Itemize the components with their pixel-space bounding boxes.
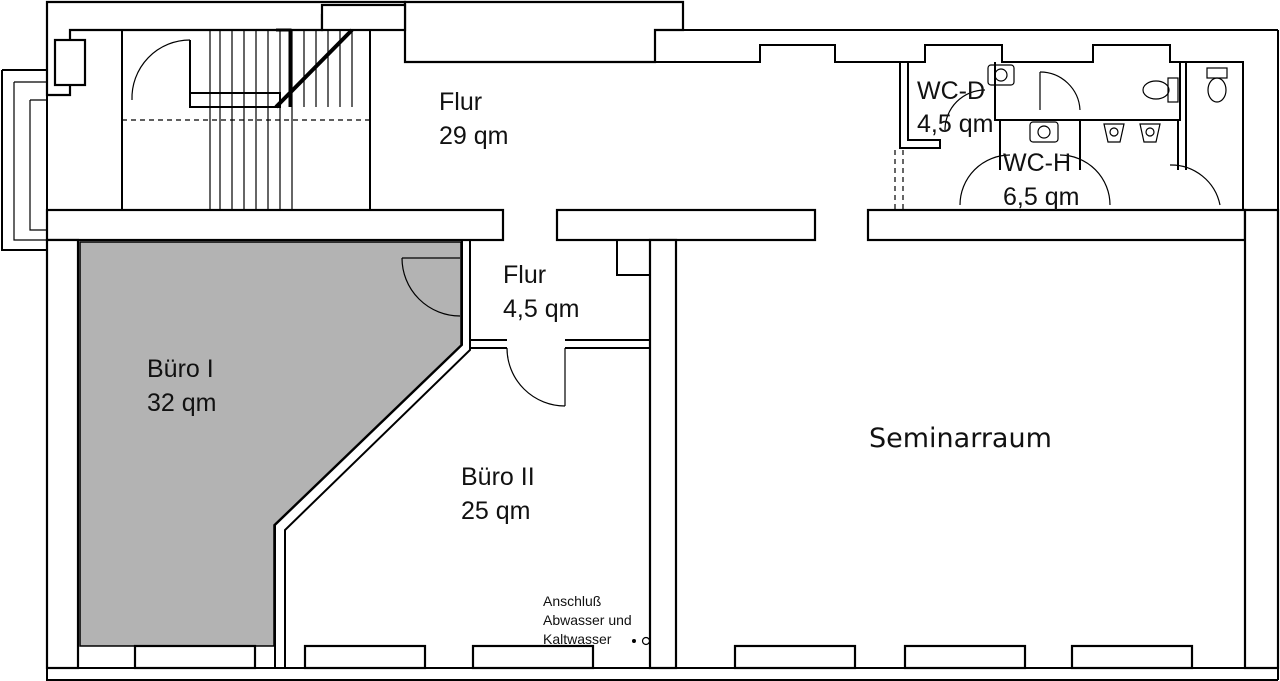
room-area-buero2: 25 qm: [461, 497, 530, 525]
annotation-line-1: Anschluß: [543, 593, 601, 609]
bottom-windows: [133, 644, 1194, 670]
pipe-connection-icon: [632, 636, 651, 646]
staircase-icon: [53, 28, 371, 211]
annotation-line-3: Kaltwasser: [543, 631, 612, 647]
room-name-buero1: Büro I: [147, 355, 214, 383]
wc-walls: [894, 62, 1187, 210]
room-name-wc-d: WC-D: [917, 77, 985, 105]
sink-icon: [987, 64, 1059, 143]
room-area-wc-h: 6,5 qm: [1003, 183, 1079, 211]
toilet-icon: [1142, 67, 1228, 103]
room-name-flur-small: Flur: [503, 261, 546, 289]
room-name-wc-h: WC-H: [1003, 149, 1071, 177]
room-area-wc-d: 4,5 qm: [917, 110, 993, 138]
room-name-buero2: Büro II: [461, 463, 535, 491]
room-area-flur-main: 29 qm: [439, 122, 508, 150]
interior-walls: [45, 208, 1280, 670]
room-area-buero1: 32 qm: [147, 389, 216, 417]
room-area-flur-small: 4,5 qm: [503, 295, 579, 323]
room-name-seminar: Seminarraum: [869, 423, 1052, 454]
room-name-flur-main: Flur: [439, 88, 482, 116]
annotation-line-2: Abwasser und: [543, 612, 632, 628]
urinal-icon: [1103, 123, 1161, 143]
room-fill-buero1: [79, 241, 462, 647]
door-swing-icon: [401, 71, 1221, 407]
